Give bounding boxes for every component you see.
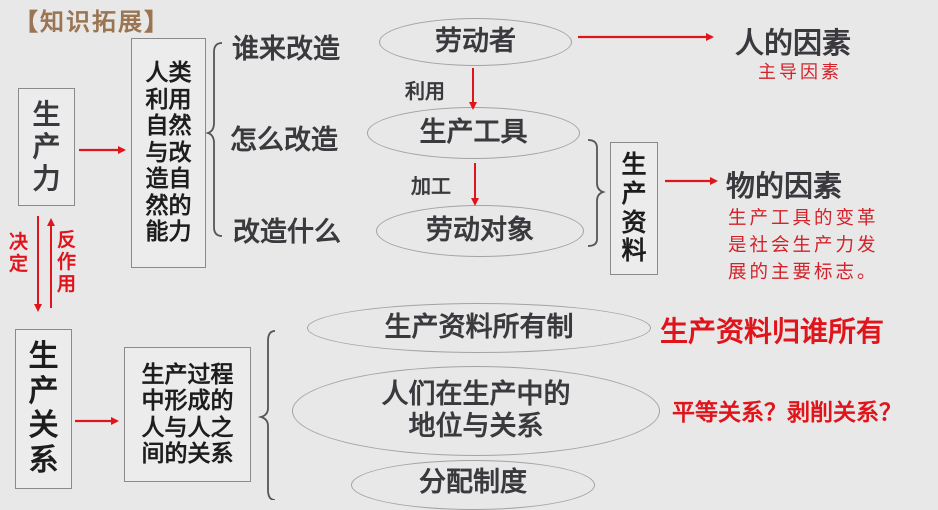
relations-definition-box: 生产过程 中形成的 人与人之 间的关系: [124, 347, 251, 482]
element-label: 生产工具: [419, 116, 528, 148]
productive-forces-box: 生 产 力: [18, 88, 75, 206]
productive-forces-char: 力: [32, 162, 61, 196]
material-factor-title: 物的因素: [726, 169, 843, 203]
productive-forces-char: 生: [32, 97, 61, 131]
relations-char: 生: [28, 339, 59, 374]
question-who: 谁来改造: [232, 34, 340, 65]
component-label: 人们在生产中的: [381, 378, 571, 410]
component-label: 生产资料所有制: [384, 311, 574, 343]
question-what: 改造什么: [233, 217, 341, 248]
determine-label: 决 定: [9, 231, 29, 276]
productive-forces-definition-box: 人类 利用 自然 与改 造自 然的 能力: [131, 38, 206, 268]
element-tools: 生产工具: [367, 107, 580, 159]
arrow-label-process: 加工: [411, 174, 451, 198]
definition-line: 利用: [145, 86, 192, 113]
determine-char: 定: [9, 252, 29, 275]
arrow-label-use: 利用: [405, 79, 445, 103]
means-of-production-box: 生 产 资 料: [610, 142, 658, 275]
definition-line: 与改: [145, 139, 192, 166]
component-ownership: 生产资料所有制: [307, 303, 651, 353]
react-char: 反: [57, 229, 77, 251]
relations-char: 关: [28, 408, 59, 443]
means-char: 产: [621, 178, 647, 208]
definition-line: 造自: [145, 166, 192, 193]
definition-line: 中形成的: [141, 388, 234, 415]
means-char: 料: [621, 236, 647, 266]
element-laborer: 劳动者: [379, 18, 572, 66]
note-line: 生产工具的变革: [728, 208, 879, 229]
definition-line: 间的关系: [141, 440, 234, 467]
question-how: 怎么改造: [230, 125, 338, 156]
human-factor-title: 人的因素: [735, 26, 852, 60]
definition-line: 人与人之: [141, 414, 234, 441]
brace-questions: [205, 42, 223, 237]
component-label: 地位与关系: [408, 411, 544, 442]
react-char: 作: [57, 250, 77, 273]
brace-relations: [257, 330, 276, 500]
relations-of-production-box: 生 产 关 系: [15, 329, 72, 489]
determine-char: 决: [9, 231, 29, 253]
definition-line: 能力: [145, 219, 192, 246]
human-factor-note: 主导因素: [758, 62, 842, 83]
note-line: 是社会生产力发: [728, 234, 879, 256]
component-label: 分配制度: [419, 467, 527, 498]
element-label: 劳动对象: [426, 214, 534, 246]
status-relations-note: 平等关系？剥削关系？: [672, 400, 902, 426]
definition-line: 生产过程: [141, 361, 234, 388]
react-label: 反 作 用: [57, 229, 77, 296]
react-char: 用: [57, 272, 77, 295]
material-factor-note: 生产工具的变革 是社会生产力发 展的主要标志。: [728, 206, 879, 286]
note-line: 展的主要标志。: [728, 261, 879, 283]
definition-line: 自然: [145, 113, 192, 140]
ownership-note: 生产资料归谁所有: [660, 315, 885, 348]
definition-line: 然的: [145, 192, 192, 219]
productive-forces-char: 产: [32, 129, 61, 163]
element-labor-object: 劳动对象: [376, 205, 584, 257]
section-title: 【知识拓展】: [14, 7, 170, 36]
relations-char: 系: [28, 442, 59, 478]
means-char: 资: [621, 207, 647, 237]
element-label: 劳动者: [435, 25, 516, 57]
component-status-relations: 人们在生产中的 地位与关系: [292, 366, 660, 456]
means-char: 生: [621, 150, 647, 179]
definition-line: 人类: [145, 60, 192, 87]
brace-means: [587, 139, 606, 247]
relations-char: 产: [28, 373, 59, 409]
